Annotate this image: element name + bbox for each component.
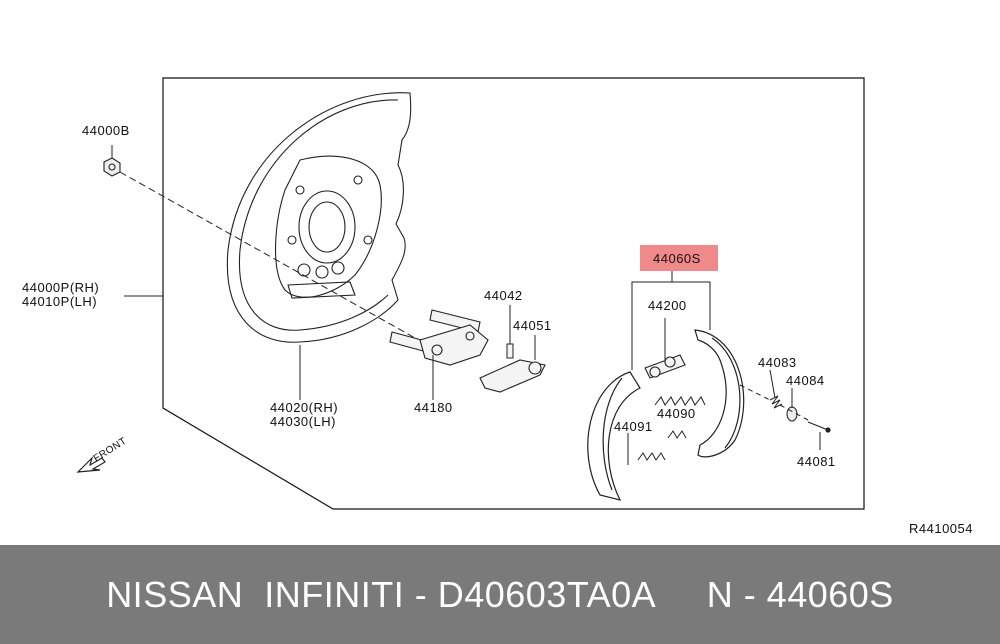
spring-44091 bbox=[637, 430, 687, 461]
label-hold-pin: 44081 bbox=[797, 454, 836, 469]
label-hold-spring: 44083 bbox=[758, 355, 797, 370]
label-front: FRONT bbox=[92, 436, 129, 465]
parts-diagram: 44000B 44000P(RH) 44010P(LH) 44020(RH) 4… bbox=[22, 77, 973, 536]
spring-44090 bbox=[654, 396, 706, 406]
label-spring-upper: 44090 bbox=[657, 406, 696, 421]
label-adjuster-lh: 44030(LH) bbox=[270, 414, 336, 429]
label-retainer: 44084 bbox=[786, 373, 825, 388]
label-spring-lower: 44091 bbox=[614, 419, 653, 434]
pin-44042 bbox=[506, 343, 514, 359]
diagram-frame bbox=[162, 77, 865, 510]
hold-spring-44083 bbox=[769, 395, 783, 409]
label-adjuster-rh: 44020(RH) bbox=[270, 400, 338, 415]
right-dashed-lines bbox=[739, 384, 809, 421]
brake-shoe-left bbox=[587, 371, 641, 501]
label-plate-lh: 44010P(LH) bbox=[22, 294, 97, 309]
label-nut: 44000B bbox=[82, 123, 130, 138]
label-lever: 44180 bbox=[414, 400, 453, 415]
label-spring-clip: 44051 bbox=[513, 318, 552, 333]
front-arrow bbox=[76, 455, 106, 473]
label-shoe-set: 44060S bbox=[653, 251, 701, 266]
footer-part-number: NISSAN INFINITI - D40603TA0A N - 44060S bbox=[106, 574, 894, 615]
nut-44000b bbox=[103, 157, 121, 177]
brake-shoe-right bbox=[694, 329, 745, 458]
center-line bbox=[119, 171, 416, 339]
leader-lines bbox=[111, 145, 821, 465]
label-plate-rh: 44000P(RH) bbox=[22, 280, 99, 295]
label-pin: 44042 bbox=[484, 288, 523, 303]
hold-pin-44081 bbox=[807, 421, 831, 433]
highlight-box bbox=[640, 245, 718, 271]
backing-plate bbox=[226, 92, 412, 343]
label-adjuster: 44200 bbox=[648, 298, 687, 313]
footer-bar: NISSAN INFINITI - D40603TA0A N - 44060S bbox=[0, 545, 1000, 644]
adjuster-assembly bbox=[389, 309, 489, 366]
adjuster-44200 bbox=[644, 354, 686, 379]
label-ref-code: R4410054 bbox=[909, 521, 973, 536]
lever-44051 bbox=[479, 359, 546, 393]
